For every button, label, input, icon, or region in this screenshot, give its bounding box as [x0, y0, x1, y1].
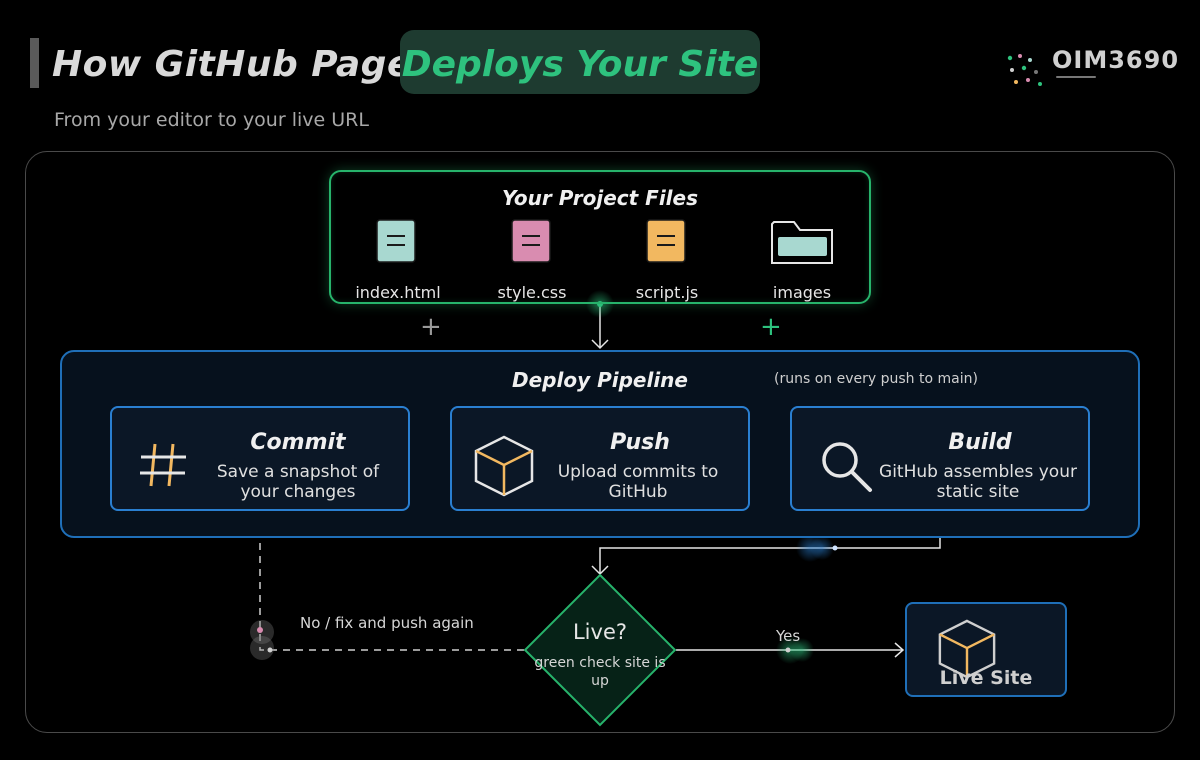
commit-step-title: Commit — [250, 430, 346, 455]
file-icon — [511, 219, 551, 263]
yes-branch-label: Yes — [776, 627, 801, 645]
title-highlight — [400, 30, 760, 94]
page-subtitle: From your editor to your live URL — [54, 109, 369, 131]
decision-diamond — [523, 573, 677, 727]
file-label-index: index.html — [355, 283, 441, 302]
live-site-label: Live Site — [939, 667, 1033, 689]
title-accent-bar — [30, 38, 39, 88]
page-title: How GitHub Pages — [52, 44, 434, 85]
hash-icon — [140, 443, 186, 487]
file-label-style: style.css — [497, 283, 567, 302]
file-label-script: script.js — [635, 283, 699, 302]
cube-icon — [938, 619, 996, 679]
plus-icon: + — [420, 312, 442, 342]
brand-logo: OIM3690 — [1052, 46, 1180, 74]
file-icon — [376, 219, 416, 263]
deploy-pipeline-title: Deploy Pipeline — [512, 368, 688, 392]
page-title-highlight: Deploys Your Site — [401, 44, 759, 85]
file-label-images: images — [772, 283, 832, 302]
magnifier-icon — [822, 442, 872, 492]
build-step-desc: GitHub assembles your static site — [879, 462, 1077, 502]
push-step-title: Push — [610, 430, 670, 455]
push-step-desc: Upload commits to GitHub — [557, 462, 719, 502]
project-files-title: Your Project Files — [502, 186, 698, 210]
commit-step-desc: Save a snapshot of your changes — [216, 462, 380, 502]
live-site-box — [905, 602, 1067, 697]
build-step — [790, 406, 1090, 511]
build-step-title: Build — [948, 430, 1012, 455]
project-files-box — [329, 170, 871, 304]
no-arrow — [259, 513, 524, 651]
decision-title: Live? — [572, 620, 628, 644]
file-icon — [646, 219, 686, 263]
diagram-frame — [25, 151, 1175, 733]
no-branch-label: No / fix and push again — [300, 614, 474, 632]
deploy-pipeline-note: (runs on every push to main) — [774, 371, 978, 387]
decision-desc: green check site is up — [534, 655, 666, 689]
brand-dots-icon — [1007, 54, 1042, 86]
plus-icon: + — [760, 312, 782, 342]
cube-icon — [474, 435, 534, 497]
folder-icon — [771, 221, 833, 264]
brand-underline — [1056, 76, 1096, 78]
